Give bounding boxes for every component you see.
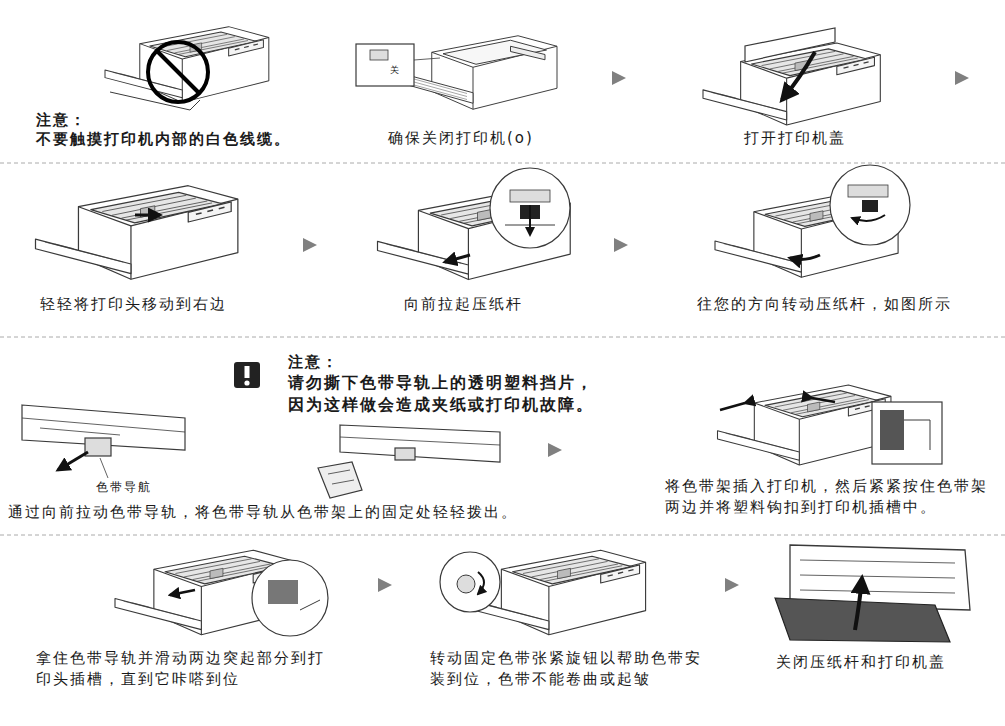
printer-drawing bbox=[378, 168, 571, 280]
printer-drawing bbox=[115, 550, 328, 636]
switch-label: 关 bbox=[390, 64, 399, 77]
part-name: 色带导航 bbox=[96, 479, 152, 496]
note-text: 因为这样做会造成夹纸或打印机故障。 bbox=[288, 394, 594, 416]
notice-icon bbox=[234, 362, 260, 388]
step-caption: 向前拉起压纸杆 bbox=[404, 294, 523, 315]
note-heading: 注意： bbox=[36, 110, 87, 131]
printer-drawing bbox=[105, 27, 269, 110]
step-caption: 往您的方向转动压纸杆，如图所示 bbox=[697, 294, 952, 315]
step-caption: 转动固定色带张紧旋钮以帮助色带安装到位，色带不能卷曲或起皱 bbox=[430, 648, 715, 690]
printer-drawing bbox=[703, 28, 880, 125]
separator bbox=[0, 163, 1005, 535]
step-caption: 通过向前拉动色带导轨，将色带导轨从色带架上的固定处轻轻拨出。 bbox=[8, 502, 518, 523]
printer-drawing bbox=[440, 550, 646, 635]
step-caption: 将色带架插入打印机，然后紧紧按住色带架两边并将塑料钩扣到打印机插槽中。 bbox=[665, 476, 990, 518]
step-caption: 轻轻将打印头移动到右边 bbox=[40, 294, 227, 315]
printer-drawing bbox=[715, 165, 910, 277]
step-caption: 打开打印机盖 bbox=[744, 128, 846, 149]
step-caption: 关闭压纸杆和打印机盖 bbox=[776, 652, 946, 673]
printer-drawing bbox=[775, 545, 970, 642]
printer-drawing bbox=[356, 36, 557, 110]
note-heading: 注意： bbox=[288, 352, 339, 373]
step-caption: 确保关闭打印机(o) bbox=[388, 128, 534, 149]
ribbon-cartridge-drawing bbox=[318, 425, 500, 498]
printer-drawing bbox=[718, 385, 943, 465]
note-text: 请勿撕下色带导轨上的透明塑料挡片， bbox=[288, 372, 594, 394]
step-caption: 拿住色带导轨并滑动两边突起部分到打印头插槽，直到它咔嗒到位 bbox=[36, 648, 336, 690]
ribbon-cartridge-drawing bbox=[22, 405, 185, 478]
note-text: 不要触摸打印机内部的白色线缆。 bbox=[36, 129, 291, 150]
printer-drawing bbox=[36, 186, 238, 280]
